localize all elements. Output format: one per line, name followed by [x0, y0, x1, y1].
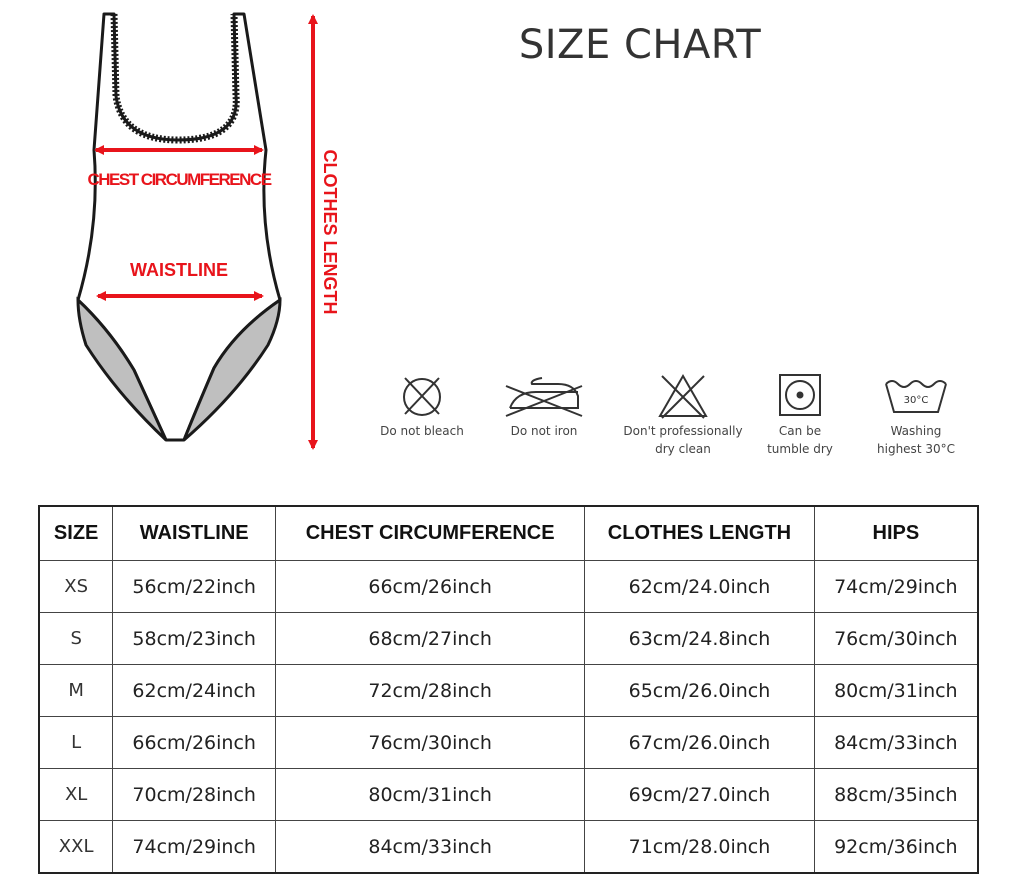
- waistline-cell: 62cm/24inch: [112, 664, 277, 717]
- waistline-cell: 66cm/26inch: [112, 716, 277, 769]
- size-table: SIZE WAISTLINE CHEST CIRCUMFERENCE CLOTH…: [38, 505, 979, 874]
- waistline-cell: 56cm/22inch: [112, 560, 277, 613]
- waistline-cell: 70cm/28inch: [112, 768, 277, 821]
- column-header-hips: HIPS: [813, 505, 979, 561]
- length-cell: 67cm/26.0inch: [584, 716, 815, 769]
- hips-cell: 92cm/36inch: [813, 820, 979, 874]
- table-header-row: SIZE WAISTLINE CHEST CIRCUMFERENCE CLOTH…: [38, 505, 979, 561]
- chest-label: CHEST CIRCUMFERENCE: [87, 170, 271, 189]
- table-row: XL 70cm/28inch 80cm/31inch 69cm/27.0inch…: [38, 768, 979, 821]
- care-item-tumble-dry: Can be tumble dry: [740, 370, 860, 458]
- care-label: Can be: [778, 424, 822, 438]
- care-instructions: Do not bleach Do not iron Don't professi…: [370, 370, 970, 480]
- no-iron-icon: [505, 377, 583, 417]
- length-cell: 65cm/26.0inch: [584, 664, 815, 717]
- tumble-dry-icon: [779, 374, 821, 416]
- size-cell: XXL: [38, 820, 114, 874]
- wash-temp-text: 30°C: [904, 395, 929, 406]
- length-cell: 63cm/24.8inch: [584, 612, 815, 665]
- length-cell: 71cm/28.0inch: [584, 820, 815, 874]
- table-row: XS 56cm/22inch 66cm/26inch 62cm/24.0inch…: [38, 560, 979, 613]
- length-cell: 69cm/27.0inch: [584, 768, 815, 821]
- leg-opening-right: [182, 297, 282, 442]
- column-header-length: CLOTHES LENGTH: [584, 505, 815, 561]
- length-label: CLOTHES LENGTH: [320, 150, 340, 315]
- waistline-cell: 74cm/29inch: [112, 820, 277, 874]
- chest-cell: 72cm/28inch: [275, 664, 586, 717]
- care-item-no-bleach: Do not bleach: [362, 370, 482, 440]
- size-cell: XL: [38, 768, 114, 821]
- chest-cell: 68cm/27inch: [275, 612, 586, 665]
- hips-cell: 74cm/29inch: [813, 560, 979, 613]
- care-label: tumble dry: [767, 442, 833, 456]
- size-cell: XS: [38, 560, 114, 613]
- size-cell: S: [38, 612, 114, 665]
- care-item-wash-30: 30°C Washing highest 30°C: [856, 370, 976, 458]
- table-row: XXL 74cm/29inch 84cm/33inch 71cm/28.0inc…: [38, 820, 979, 874]
- waistline-cell: 58cm/23inch: [112, 612, 277, 665]
- care-label: Washing: [890, 424, 942, 438]
- table-row: M 62cm/24inch 72cm/28inch 65cm/26.0inch …: [38, 664, 979, 717]
- table-row: S 58cm/23inch 68cm/27inch 63cm/24.8inch …: [38, 612, 979, 665]
- waist-label: WAISTLINE: [130, 260, 228, 280]
- swimsuit-diagram: CHEST CIRCUMFERENCE WAISTLINE CLOTHES LE…: [76, 12, 340, 450]
- no-dry-clean-icon: [658, 373, 708, 419]
- column-header-chest: CHEST CIRCUMFERENCE: [275, 505, 586, 561]
- hips-cell: 76cm/30inch: [813, 612, 979, 665]
- size-cell: M: [38, 664, 114, 717]
- care-label: highest 30°C: [877, 442, 955, 456]
- chest-cell: 84cm/33inch: [275, 820, 586, 874]
- page-title: SIZE CHART: [518, 22, 762, 68]
- care-item-no-iron: Do not iron: [484, 370, 604, 440]
- care-label: Do not iron: [510, 424, 578, 438]
- care-label: dry clean: [655, 442, 711, 456]
- chest-cell: 80cm/31inch: [275, 768, 586, 821]
- hips-cell: 80cm/31inch: [813, 664, 979, 717]
- wash-30-icon: 30°C: [885, 380, 947, 413]
- column-header-size: SIZE: [38, 505, 114, 561]
- no-bleach-icon: [403, 377, 441, 416]
- leg-opening-left: [76, 296, 168, 442]
- care-label: Don't professionally: [623, 424, 743, 438]
- hips-cell: 84cm/33inch: [813, 716, 979, 769]
- chest-cell: 76cm/30inch: [275, 716, 586, 769]
- table-row: L 66cm/26inch 76cm/30inch 67cm/26.0inch …: [38, 716, 979, 769]
- care-item-no-dry-clean: Don't professionally dry clean: [623, 370, 743, 458]
- length-cell: 62cm/24.0inch: [584, 560, 815, 613]
- column-header-waistline: WAISTLINE: [112, 505, 277, 561]
- care-label: Do not bleach: [380, 424, 464, 438]
- chest-cell: 66cm/26inch: [275, 560, 586, 613]
- hips-cell: 88cm/35inch: [813, 768, 979, 821]
- size-cell: L: [38, 716, 114, 769]
